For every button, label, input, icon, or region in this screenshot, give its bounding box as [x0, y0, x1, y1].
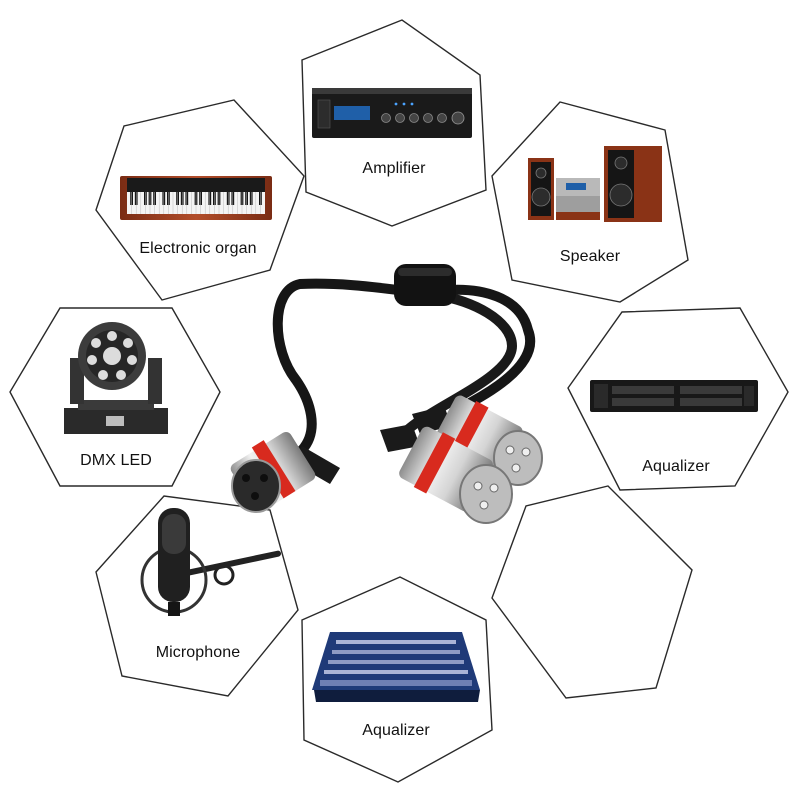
xlr-male-connector-2 [380, 424, 513, 524]
amplifier-icon [312, 88, 472, 138]
hexagon-empty [491, 485, 693, 699]
hexagon-dmx-led [9, 307, 221, 487]
label-electronic-organ: Electronic organ [139, 240, 257, 257]
label-mixer: Aqualizer [362, 722, 430, 739]
microphone-icon [140, 508, 282, 616]
hexagon-microphone [95, 495, 299, 697]
label-speaker: Speaker [559, 248, 621, 265]
label-dmx-led: DMX LED [80, 452, 152, 469]
label-amplifier: Amplifier [362, 160, 426, 177]
speaker-icon [528, 146, 662, 222]
mixing-console-icon [312, 632, 480, 702]
keyboard-icon [120, 176, 272, 220]
xlr-female-connector [230, 431, 340, 513]
label-microphone: Microphone [155, 644, 241, 661]
xlr-y-splitter-cable-icon [230, 264, 543, 524]
equalizer-rack-icon [590, 380, 758, 412]
label-equalizer-rack: Aqualizer [642, 458, 710, 475]
moving-head-light-icon [64, 322, 168, 434]
